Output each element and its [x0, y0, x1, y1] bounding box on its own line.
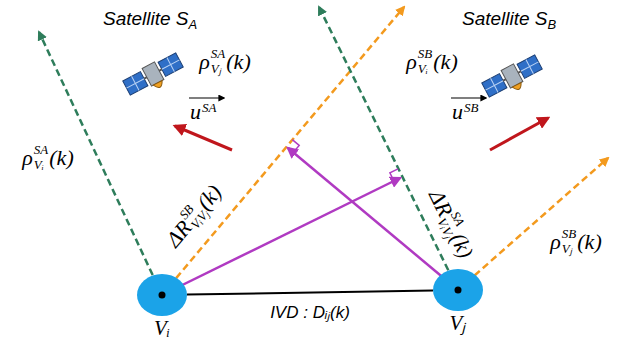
script-stack: SBVᵢ: [418, 47, 432, 77]
pseudorange-line: [162, 7, 404, 295]
satellite-superscript: SB: [562, 227, 576, 242]
unit-vector-label: uSA: [190, 101, 217, 123]
time-index: (k): [433, 51, 457, 73]
superscript-stack: SA: [202, 101, 216, 116]
range-label: ΔRSAVᵢVⱼ(k): [421, 185, 480, 263]
satellite-icon: [122, 51, 187, 101]
right-angle-mark: [390, 169, 398, 181]
time-index: (k): [577, 231, 601, 253]
pseudorange-line: [458, 158, 608, 290]
vector-overarrow: [451, 97, 486, 98]
range-symbol: ρ: [550, 231, 561, 253]
right-angle-mark: [292, 140, 299, 153]
vehicle-circle: [432, 268, 484, 312]
superscript-stack: SB: [464, 101, 478, 116]
time-index: (k): [49, 147, 73, 169]
satellite-superscript: SB: [464, 101, 478, 116]
vehicle-circle: [136, 273, 188, 317]
vector-symbol: u: [190, 101, 201, 123]
unit-vector-arrow: [175, 126, 232, 150]
script-stack: SAVᵢ: [34, 143, 48, 173]
projection-arrow: [162, 178, 400, 295]
edge-label: IVD : Dᵢⱼ(k): [267, 303, 353, 323]
range-symbol: ρ: [406, 51, 417, 73]
satellite-name: Satellite S: [462, 8, 548, 29]
vehicle-node: Vᵢ: [136, 273, 188, 317]
range-label: ρSAVᵢ(k): [22, 143, 73, 173]
unit-vector-label: uSB: [452, 101, 479, 123]
vector-overarrow: [189, 97, 224, 98]
range-label: ρSBVⱼ(k): [550, 227, 601, 257]
vehicle-node: Vⱼ: [432, 268, 484, 312]
range-label: ρSBVᵢ(k): [406, 47, 457, 77]
unit-vector-arrow: [490, 118, 548, 150]
vehicle-subscript: Vⱼ: [211, 62, 225, 77]
satellite-superscript: SB: [418, 47, 432, 62]
vehicle-subscript: Vᵢ: [418, 62, 432, 77]
time-index: (k): [226, 51, 250, 73]
vehicle-subscript: Vⱼ: [562, 242, 576, 257]
range-symbol: ρ: [199, 51, 210, 73]
satellite-label: Satellite SB: [462, 8, 556, 31]
distance-line: [187, 290, 433, 294]
vector-symbol: u: [452, 101, 463, 123]
satellite-name: Satellite S: [103, 8, 189, 29]
range-label: ΔRSBVᵢVⱼ(k): [159, 179, 229, 254]
satellite-icon: [481, 53, 546, 103]
range-symbol: ρ: [22, 147, 33, 169]
satellite-subscript: A: [189, 17, 198, 32]
satellite-subscript: B: [548, 17, 557, 32]
pseudorange-line: [319, 7, 458, 290]
vehicle-label: Vᵢ: [154, 317, 170, 340]
satellite-superscript: SA: [202, 101, 216, 116]
satellite-superscript: SA: [211, 47, 225, 62]
script-stack: SAVⱼ: [211, 47, 225, 77]
satellite-superscript: SA: [34, 143, 48, 158]
projection-arrow: [288, 148, 458, 290]
vehicle-label: Vⱼ: [450, 312, 467, 335]
satellite-label: Satellite SA: [103, 8, 197, 31]
range-label: ρSAVⱼ(k): [199, 47, 250, 77]
vehicle-subscript: Vᵢ: [34, 158, 48, 173]
script-stack: SBVⱼ: [562, 227, 576, 257]
